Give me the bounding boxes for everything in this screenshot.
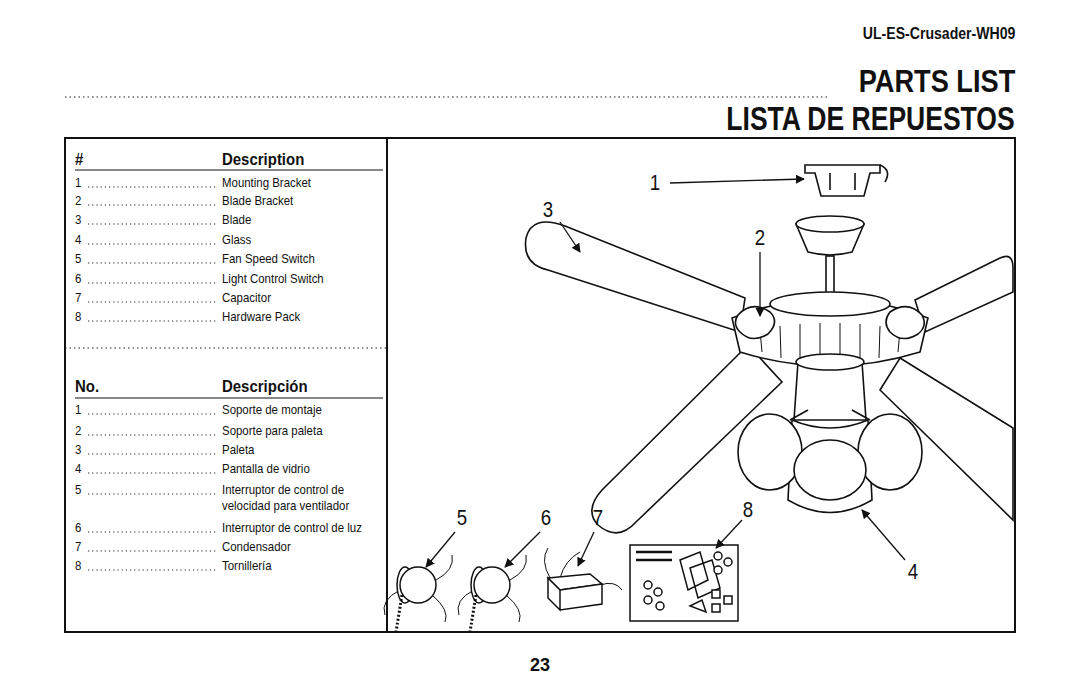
- title: PARTS LIST: [858, 64, 1015, 98]
- column-head: No.: [75, 377, 99, 397]
- part-name: Glass: [222, 232, 251, 248]
- part-name: Mounting Bracket: [222, 175, 311, 191]
- callout-number: 7: [593, 506, 603, 530]
- part-number: 3: [75, 212, 81, 228]
- part-name: Interruptor de control de velocidad para…: [222, 482, 384, 514]
- part-number: 2: [75, 423, 81, 439]
- column-head: #: [75, 150, 83, 170]
- glass-shade: [858, 414, 922, 490]
- dot-leader: [88, 493, 218, 494]
- part-number: 8: [75, 309, 81, 325]
- model-code: UL-ES-Crusader-WH09: [862, 24, 1015, 44]
- glass-shade: [738, 414, 802, 490]
- part-number: 4: [75, 461, 81, 477]
- leader-lines: [426, 179, 905, 567]
- motor-housing: [770, 292, 890, 316]
- part-name: Condensador: [222, 539, 291, 555]
- part-number: 7: [75, 290, 81, 306]
- column-head: Description: [222, 150, 304, 170]
- part-name: Pantalla de vidrio: [222, 461, 310, 477]
- callout-number: 6: [541, 506, 551, 530]
- dot-leader: [88, 204, 218, 205]
- part-number: 3: [75, 442, 81, 458]
- header-rule: [75, 398, 383, 399]
- part-number: 1: [75, 402, 81, 418]
- part-name: Soporte para paleta: [222, 423, 322, 439]
- glass-shade: [794, 440, 866, 500]
- light-arm: [790, 410, 870, 420]
- divider: [386, 138, 388, 632]
- part-number: 4: [75, 232, 81, 248]
- mounting-bracket: [830, 165, 888, 190]
- callout-number: 5: [457, 506, 467, 530]
- mounting-bracket: [805, 165, 880, 196]
- dot-leader: [88, 223, 218, 224]
- part-name: Interruptor de control de luz: [222, 520, 362, 536]
- frame: [65, 138, 1015, 632]
- dot-leader: [88, 569, 218, 570]
- part-name: Blade Bracket: [222, 193, 293, 209]
- part-name: Paleta: [222, 442, 254, 458]
- callout-number: 8: [743, 498, 753, 522]
- dot-leader: [88, 550, 218, 551]
- part-name: Blade: [222, 212, 251, 228]
- dot-leader: [88, 413, 218, 414]
- part-number: 5: [75, 251, 81, 267]
- blade: [525, 222, 745, 332]
- dot-leader: [88, 453, 218, 454]
- part-name: Tornillería: [222, 558, 272, 574]
- canopy: [796, 216, 864, 232]
- blade: [915, 256, 1013, 332]
- dot-leader: [88, 243, 218, 244]
- dot-leader: [88, 301, 218, 302]
- part-number: 6: [75, 271, 81, 287]
- part-name: Soporte de montaje: [222, 402, 322, 418]
- page-number: 23: [530, 655, 550, 675]
- blade-bracket: [886, 307, 924, 339]
- callout-number: 3: [543, 198, 553, 222]
- dot-leader: [88, 186, 218, 187]
- dot-leader: [88, 282, 218, 283]
- blade-bracket: [735, 307, 774, 339]
- dot-leader: [88, 320, 218, 321]
- dot-leaders: [88, 187, 218, 570]
- part-number: 8: [75, 558, 81, 574]
- part-number: 1: [75, 175, 81, 191]
- part-number: 5: [75, 482, 81, 498]
- dotted-separator: [65, 348, 387, 349]
- dot-leader: [88, 472, 218, 473]
- callout-number: 4: [908, 560, 918, 584]
- part-number: 6: [75, 520, 81, 536]
- dot-leader: [88, 531, 218, 532]
- part-name: Hardware Pack: [222, 309, 300, 325]
- part-number: 2: [75, 193, 81, 209]
- canopy: [796, 217, 864, 255]
- fan: [525, 165, 1013, 533]
- downrod: [826, 256, 834, 296]
- part-name: Light Control Switch: [222, 271, 324, 287]
- dotted-rule: [65, 96, 828, 97]
- part-number: 7: [75, 539, 81, 555]
- dot-leader: [88, 434, 218, 435]
- dot-leader: [88, 262, 218, 263]
- parts: [384, 545, 738, 632]
- header-rule: [75, 170, 383, 171]
- column-head: Descripción: [222, 377, 308, 397]
- switch-housing: [796, 354, 864, 370]
- light-kit: [788, 420, 872, 513]
- callout-number: 2: [755, 226, 765, 250]
- part-name: Fan Speed Switch: [222, 251, 315, 267]
- heading: LISTA DE REPUESTOS: [727, 100, 1015, 136]
- part-name: Capacitor: [222, 290, 271, 306]
- callout-number: 1: [650, 171, 660, 195]
